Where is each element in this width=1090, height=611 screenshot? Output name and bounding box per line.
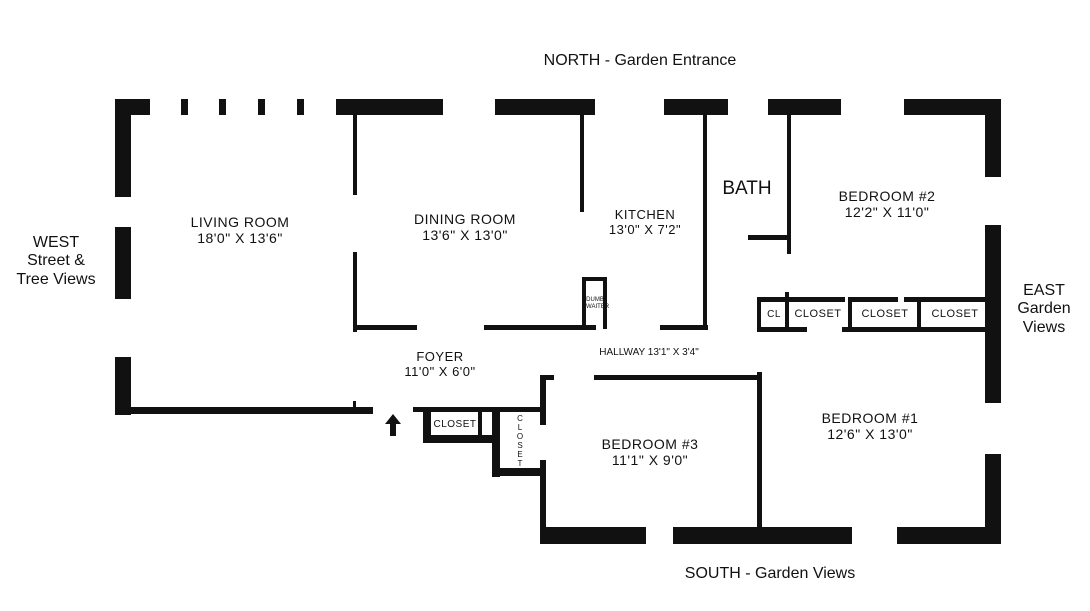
east-wall-lower bbox=[985, 454, 1001, 544]
bedroom3-label: BEDROOM #3 11'1" X 9'0" bbox=[580, 436, 720, 468]
foyer-label: FOYER 11'0" X 6'0" bbox=[375, 349, 505, 380]
room-name: FOYER bbox=[416, 349, 464, 364]
room-name: KITCHEN bbox=[614, 207, 676, 222]
west-wall-lower bbox=[115, 357, 131, 415]
room-name: BEDROOM #2 bbox=[838, 188, 936, 204]
room-size: 13'0" X 7'2" bbox=[608, 221, 682, 237]
window-mark bbox=[258, 99, 265, 115]
west-label-line: WEST bbox=[32, 234, 80, 251]
south-label: SOUTH - Garden Views bbox=[684, 565, 856, 582]
bedroom3-bedroom1-wall bbox=[757, 372, 762, 532]
west-label: WEST Street & Tree Views bbox=[2, 234, 110, 289]
closet-divider bbox=[785, 292, 789, 332]
room-size: 12'2" X 11'0" bbox=[844, 204, 930, 221]
dining-foyer-wall-east bbox=[484, 325, 596, 330]
cl-label: CL bbox=[767, 309, 781, 320]
dumbwaiter-label-line: WAITER bbox=[586, 303, 610, 310]
west-wall-middle bbox=[115, 227, 131, 299]
dumbwaiter-box bbox=[582, 277, 606, 281]
dining-foyer-wall-west bbox=[353, 325, 417, 330]
bedroom3-west-wall-lower bbox=[540, 460, 546, 544]
south-wall-bedroom1-west bbox=[673, 527, 852, 544]
window-mark bbox=[297, 99, 304, 115]
kitchen-bath-wall bbox=[703, 112, 707, 330]
living-dining-wall-upper bbox=[353, 112, 357, 195]
closet-divider bbox=[848, 297, 852, 332]
room-size: 11'1" X 9'0" bbox=[611, 452, 689, 469]
bath-label: BATH bbox=[722, 178, 772, 199]
south-wall-bedroom1-east bbox=[897, 527, 1001, 544]
south-wall-living bbox=[115, 407, 373, 414]
north-wall-segment bbox=[336, 99, 443, 115]
closet-row-top-west bbox=[757, 297, 845, 302]
closet-divider bbox=[917, 297, 921, 332]
east-label: EAST Garden Views bbox=[1004, 282, 1084, 337]
east-label-line: Garden bbox=[1017, 300, 1071, 318]
dining-room-label: DINING ROOM 13'6" X 13'0" bbox=[390, 211, 540, 243]
room-name: LIVING ROOM bbox=[190, 214, 290, 230]
closet-label: CLOSET bbox=[794, 308, 842, 320]
hallway-label: HALLWAY 13'1" X 3'4" bbox=[599, 347, 699, 358]
hall-south-wall bbox=[594, 375, 762, 380]
east-wall-upper bbox=[985, 99, 1001, 177]
north-label: NORTH - Garden Entrance bbox=[543, 52, 737, 69]
bedroom2-label: BEDROOM #2 12'2" X 11'0" bbox=[812, 188, 962, 220]
dumbwaiter-box bbox=[603, 277, 607, 329]
west-label-line: Tree Views bbox=[16, 270, 96, 288]
closet-row-top-east bbox=[904, 297, 986, 302]
window-mark bbox=[181, 99, 188, 115]
room-size: 13'6" X 13'0" bbox=[422, 227, 508, 244]
room-size: 12'6" X 13'0" bbox=[827, 426, 913, 443]
vertical-closet-label: CLOSET bbox=[516, 414, 524, 468]
closet-divider bbox=[757, 297, 761, 332]
living-dining-wall-lower bbox=[353, 252, 357, 332]
north-wall-corner-east bbox=[904, 99, 1001, 115]
up-arrow-icon bbox=[385, 414, 401, 436]
closet-label: CLOSET bbox=[861, 308, 909, 320]
kitchen-hall-wall bbox=[660, 325, 708, 330]
foyer-closet-bottom bbox=[423, 435, 500, 443]
closet-label: CLOSET bbox=[931, 308, 979, 320]
south-wall-bedroom3 bbox=[540, 527, 646, 544]
bedroom1-label: BEDROOM #1 12'6" X 13'0" bbox=[800, 410, 940, 442]
dumbwaiter-label: DUMB- WAITER bbox=[586, 297, 610, 310]
wall-stub bbox=[353, 401, 356, 411]
bath-wall-stub bbox=[748, 235, 788, 240]
north-wall-segment bbox=[768, 99, 841, 115]
bedroom3-hall-stub bbox=[540, 375, 554, 380]
room-size: 18'0" X 13'6" bbox=[197, 230, 283, 247]
north-wall-segment bbox=[495, 99, 595, 115]
east-label-line: EAST bbox=[1023, 282, 1065, 299]
west-label-line: Street & bbox=[27, 252, 85, 270]
foyer-closet-label: CLOSET bbox=[433, 419, 477, 430]
bath-bedroom2-wall bbox=[787, 112, 791, 254]
room-name: DINING ROOM bbox=[414, 211, 516, 227]
window-mark bbox=[219, 99, 226, 115]
closet-row-bottom-west bbox=[757, 327, 807, 332]
bedroom3-west-wall-upper bbox=[540, 375, 546, 425]
room-size: 11'0" X 6'0" bbox=[404, 363, 476, 379]
dumbwaiter-box bbox=[582, 277, 586, 329]
room-name: BEDROOM #3 bbox=[601, 436, 699, 452]
vertical-closet-west bbox=[492, 407, 500, 477]
kitchen-label: KITCHEN 13'0" X 7'2" bbox=[590, 207, 700, 238]
closet-divider bbox=[478, 407, 482, 437]
vertical-closet-bottom bbox=[492, 468, 546, 476]
foyer-closet-west bbox=[423, 407, 431, 443]
north-wall-segment bbox=[664, 99, 728, 115]
east-label-line: Views bbox=[1022, 318, 1066, 336]
dumbwaiter-label-line: DUMB- bbox=[586, 297, 606, 303]
east-wall-middle bbox=[985, 225, 1001, 403]
room-name: BEDROOM #1 bbox=[821, 410, 919, 426]
west-wall-upper bbox=[115, 99, 131, 197]
dining-kitchen-wall bbox=[580, 112, 584, 212]
closet-row-top-middle bbox=[848, 297, 898, 302]
living-room-label: LIVING ROOM 18'0" X 13'6" bbox=[160, 214, 320, 246]
closet-row-bottom-east bbox=[842, 327, 986, 332]
